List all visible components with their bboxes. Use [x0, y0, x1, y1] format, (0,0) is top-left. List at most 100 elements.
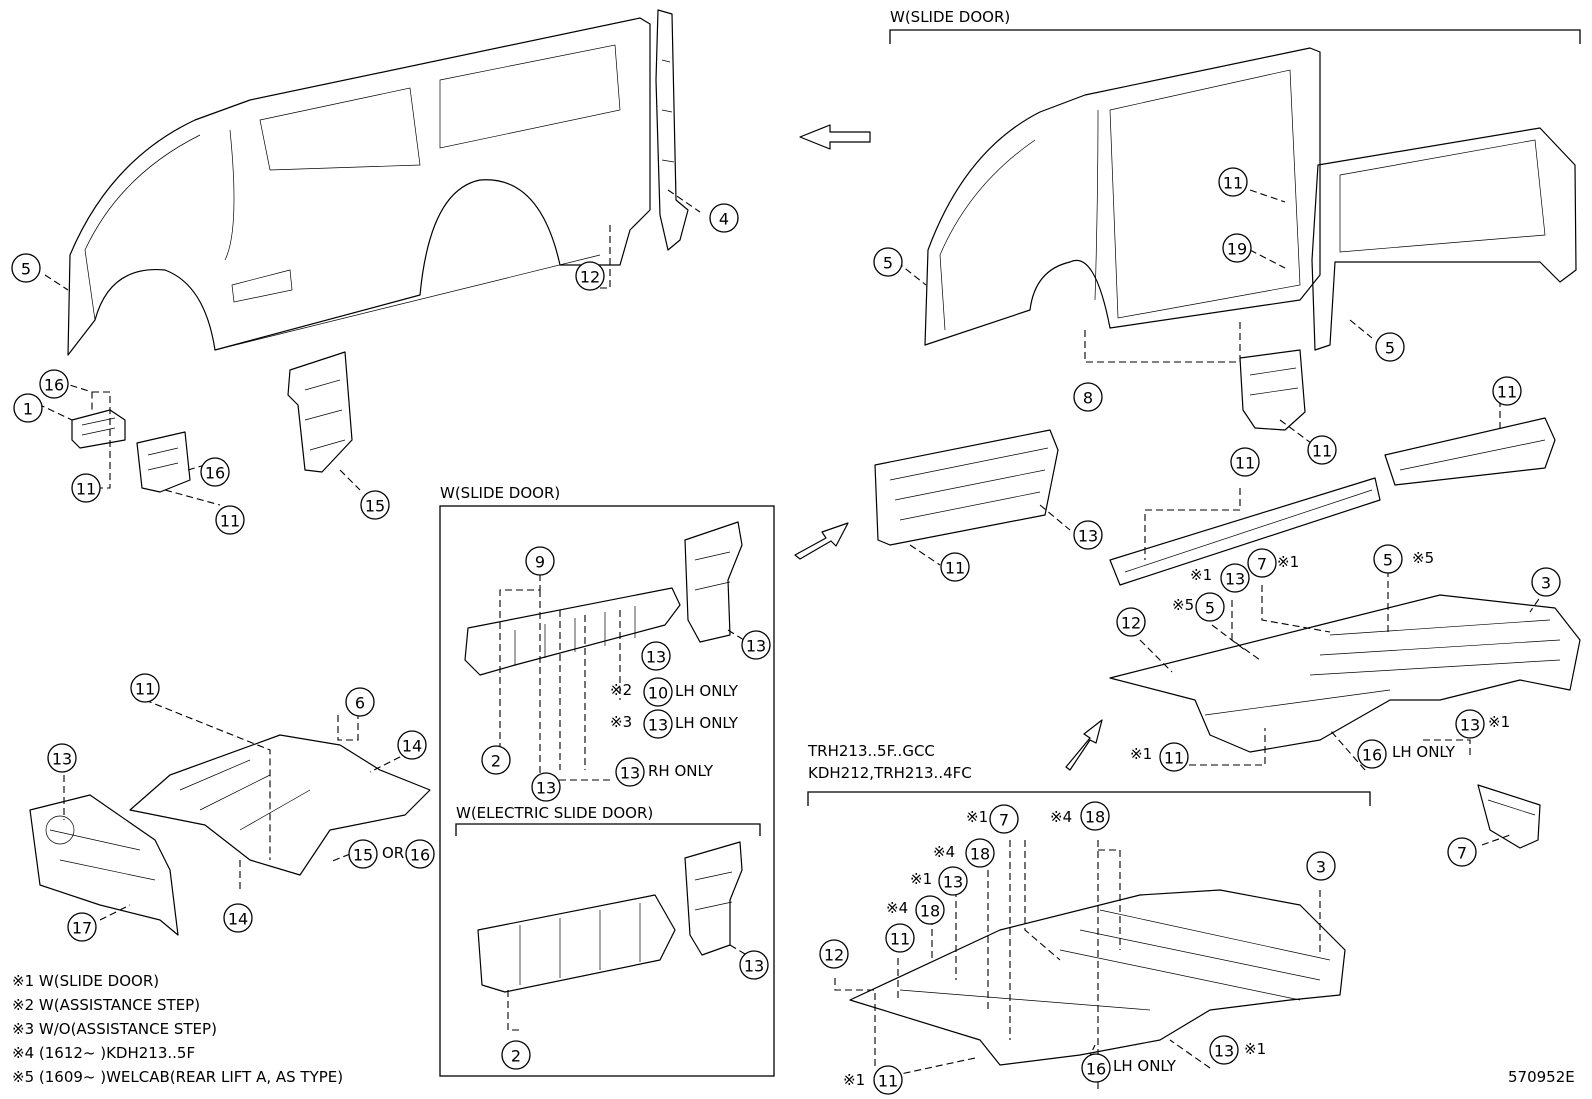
leaders-11-12: [834, 958, 899, 1070]
diagram-code: 570952E: [1508, 1068, 1575, 1086]
part-number-label: 16: [1362, 746, 1382, 765]
part-number-label: 13: [746, 637, 766, 656]
leader-8: [1084, 320, 1241, 363]
leader-5-floor: [1211, 624, 1246, 651]
leader-11-r: [1249, 189, 1286, 203]
circled-number-icon: 7: [1447, 837, 1477, 867]
circled-number-icon: 13: [531, 772, 561, 802]
prefix-note2-10: ※2: [610, 681, 632, 699]
prefix-note1-7-lower: ※1: [966, 808, 988, 826]
circled-number-icon: 13: [641, 641, 671, 671]
part-number-label: 11: [945, 559, 965, 578]
prefix-note1-11: ※1: [1130, 745, 1152, 763]
circled-number-icon: 11: [1159, 742, 1189, 772]
part-number-label: 19: [1227, 240, 1247, 259]
leader-16-11-left: [59, 381, 111, 489]
part-number-label: 13: [1460, 716, 1480, 735]
part-number-label: 13: [744, 957, 764, 976]
circled-number-icon: 17: [67, 912, 97, 942]
part-number-label: 12: [824, 946, 844, 965]
circled-number-icon: 16: [1357, 739, 1387, 769]
circled-number-icon: 7: [989, 804, 1019, 834]
part-number-label: 11: [890, 930, 910, 949]
note-2: ※2 W(ASSISTANCE STEP): [12, 996, 200, 1014]
part-number-label: 2: [491, 752, 501, 771]
heading-slide-door-box: W(SLIDE DOOR): [440, 484, 560, 502]
circled-number-icon: 15: [360, 490, 390, 520]
leader-5a: [44, 274, 69, 291]
suffix-rh-only-13: RH ONLY: [648, 762, 714, 780]
part-number-label: 17: [72, 919, 92, 938]
leaders-box-step: [499, 574, 621, 781]
circled-number-icon: 14: [397, 730, 427, 760]
circled-number-icon: 5: [1373, 544, 1403, 574]
part-number-label: 13: [536, 779, 556, 798]
part-number-label: 5: [883, 254, 893, 273]
circled-number-icon: 2: [501, 1040, 531, 1070]
part-number-label: 11: [220, 512, 240, 531]
circled-number-icon: 13: [1455, 709, 1485, 739]
part-number-label: 13: [646, 648, 666, 667]
circled-number-icon: 14: [223, 903, 253, 933]
leader-7-bracket: [1481, 834, 1511, 846]
circled-number-icon: 13: [47, 743, 77, 773]
circled-number-icon: 12: [819, 939, 849, 969]
part-number-label: 3: [1316, 858, 1326, 877]
circled-number-icon: 11: [130, 673, 160, 703]
side-panel-slide-door-front: [924, 47, 1321, 346]
part-number-label: 6: [355, 694, 365, 713]
part-number-label: 13: [620, 764, 640, 783]
leader-13-floor: [1231, 600, 1261, 661]
circled-number-icon: 19: [1222, 233, 1252, 263]
circled-number-icon: 16: [405, 839, 435, 869]
part-number-label: 11: [135, 680, 155, 699]
rocker-panel-rear: [1384, 417, 1556, 486]
leader-11-rocker: [1144, 488, 1241, 560]
circled-number-icon: 15: [348, 839, 378, 869]
circled-number-icon: 13: [739, 950, 769, 980]
circled-number-icon: 11: [1307, 435, 1337, 465]
part-number-label: 14: [402, 737, 422, 756]
note-5: ※5 (1609~ )WELCAB(REAR LIFT A, AS TYPE): [12, 1068, 343, 1086]
part-number-label: 16: [410, 846, 430, 865]
heading-models-line1: TRH213..5F..GCC: [807, 742, 935, 760]
part-number-label: 5: [1205, 599, 1215, 618]
circled-number-icon: 18: [915, 895, 945, 925]
suffix-lh-only-16-lower: LH ONLY: [1113, 1057, 1177, 1075]
part-number-label: 11: [1235, 454, 1255, 473]
rocker-panel-front: [1109, 477, 1381, 586]
part-number-label: 18: [970, 845, 990, 864]
part-number-label: 13: [943, 873, 963, 892]
suffix-note1-7: ※1: [1277, 553, 1299, 571]
part-number-label: 16: [1086, 1060, 1106, 1079]
circled-number-icon: 16: [1081, 1053, 1111, 1083]
circled-number-icon: 11: [873, 1065, 903, 1095]
prefix-note3-13: ※3: [610, 713, 632, 731]
center-sill: [874, 429, 1059, 546]
part-number-label: 18: [920, 902, 940, 921]
side-panel-outer: [67, 17, 651, 356]
circled-number-icon: 4: [709, 203, 739, 233]
circled-number-icon: 13: [741, 630, 771, 660]
suffix-lh-only-16: LH ONLY: [1392, 743, 1456, 761]
part-number-label: 3: [1541, 574, 1551, 593]
part-number-label: 13: [1214, 1042, 1234, 1061]
circled-number-icon: 7: [1247, 548, 1277, 578]
part-number-label: 13: [52, 750, 72, 769]
suffix-note1-13: ※1: [1488, 713, 1510, 731]
note-4: ※4 (1612~ )KDH213..5F: [12, 1044, 195, 1062]
part-number-label: 7: [1257, 555, 1267, 574]
step-panel: [464, 587, 681, 676]
circled-number-icon: 13: [1209, 1035, 1239, 1065]
pillar-rear: [655, 9, 689, 251]
part-number-label: 14: [228, 910, 248, 929]
pillar-panel-box: [684, 521, 743, 643]
leader-16-floor: [1329, 729, 1366, 771]
part-number-label: 5: [1385, 339, 1395, 358]
part-number-label: 15: [365, 497, 385, 516]
circled-number-icon: 11: [71, 473, 101, 503]
pillar-bracket-right: [1239, 349, 1306, 431]
leader-6: [337, 710, 359, 741]
suffix-lh-only-10: LH ONLY: [675, 682, 739, 700]
